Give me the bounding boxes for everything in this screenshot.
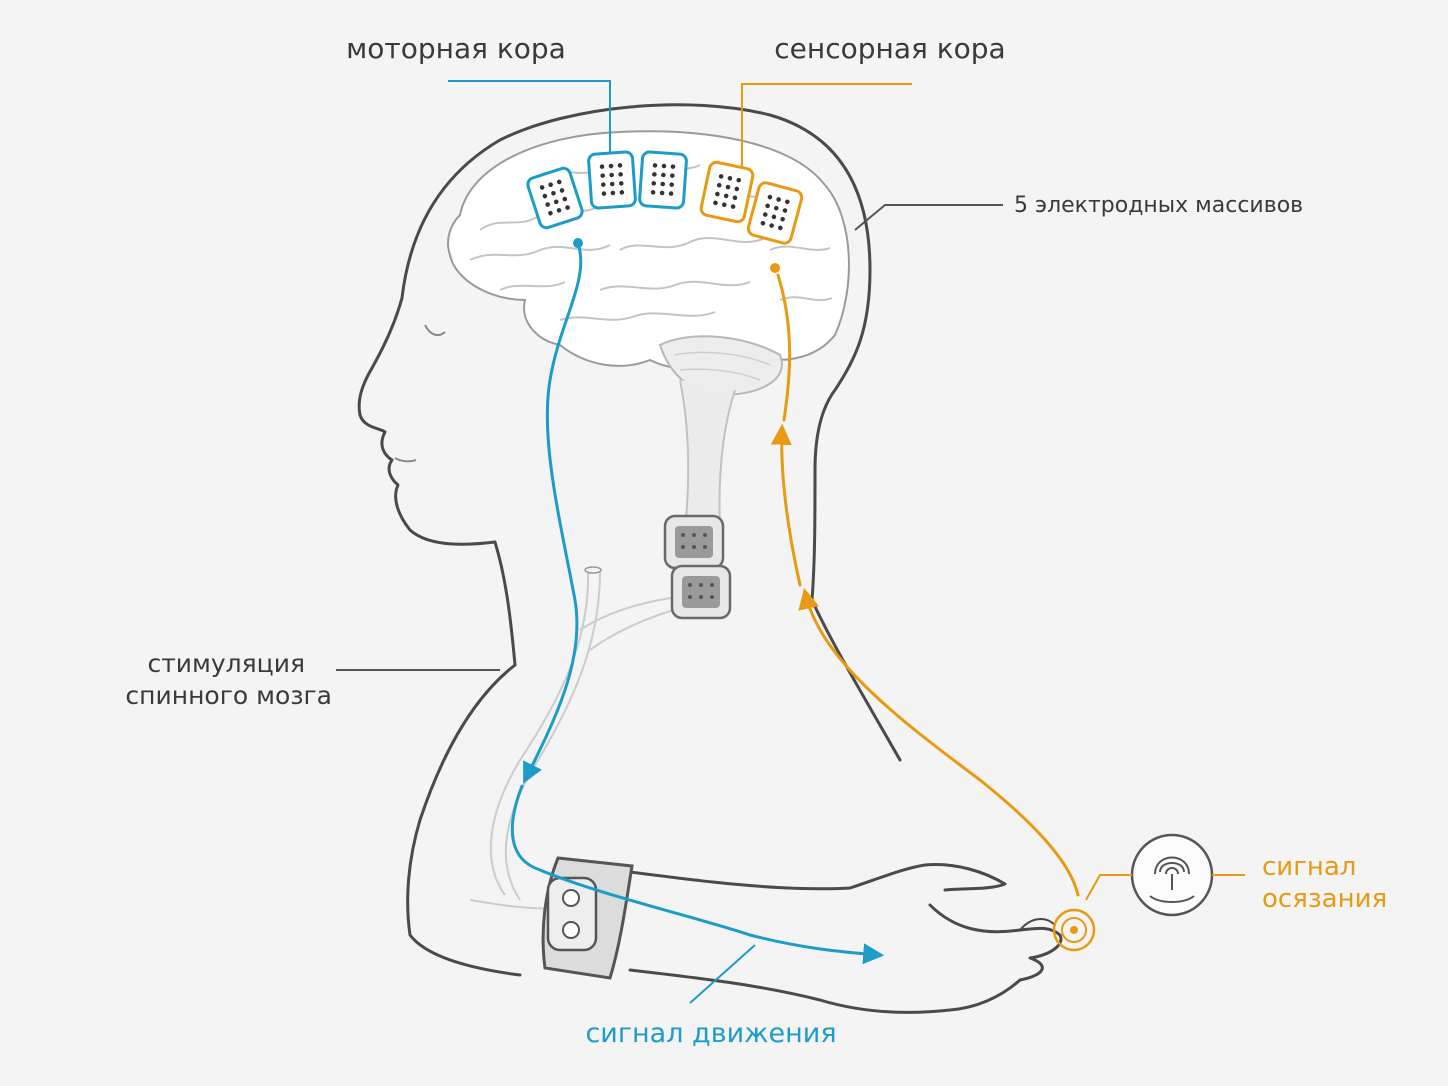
brainstem bbox=[679, 379, 736, 531]
electrode-array-motor-2 bbox=[587, 150, 637, 210]
label-touch-signal-line2: осязания bbox=[1262, 884, 1387, 914]
fingertip-sensor bbox=[1052, 908, 1096, 952]
shoulder-back bbox=[810, 598, 902, 762]
electrode-array-motor-1 bbox=[526, 166, 584, 230]
spinal-stimulator-top bbox=[663, 514, 725, 570]
finger-curl bbox=[1019, 918, 1056, 931]
label-motion-signal: сигнал движения bbox=[585, 1018, 836, 1049]
spinal-stimulator-bottom bbox=[670, 564, 732, 620]
electrode-array-motor-3 bbox=[638, 150, 688, 210]
neck-front bbox=[493, 540, 517, 667]
face-profile bbox=[357, 296, 497, 546]
hand-palm bbox=[628, 903, 1063, 1014]
fingerprint-icon bbox=[1130, 833, 1214, 917]
motor-signal-path bbox=[510, 238, 885, 965]
label-sensory-cortex: сенсорная кора bbox=[774, 32, 1005, 65]
leader-lines bbox=[336, 80, 1245, 1004]
sensory-signal-path bbox=[770, 263, 1080, 897]
face-details bbox=[394, 324, 446, 463]
arm-upper bbox=[406, 663, 522, 977]
human-silhouette bbox=[357, 103, 1063, 1014]
spinal-cord bbox=[469, 569, 691, 910]
label-electrode-arrays: 5 электродных массивов bbox=[1014, 193, 1303, 218]
label-touch-signal-line1: сигнал bbox=[1262, 852, 1356, 882]
label-spinal-stim-line2: спинного мозга bbox=[125, 681, 332, 710]
label-spinal-stim-line1: стимуляция bbox=[147, 649, 305, 678]
electrode-array-sensory-1 bbox=[699, 160, 755, 224]
wrist-stimulator bbox=[541, 856, 634, 980]
forearm-top bbox=[598, 862, 1007, 892]
spinal-cord-cut bbox=[584, 566, 602, 574]
electrode-array-sensory-2 bbox=[746, 181, 804, 245]
head-outline bbox=[400, 103, 872, 602]
label-motor-cortex: моторная кора bbox=[346, 32, 566, 65]
